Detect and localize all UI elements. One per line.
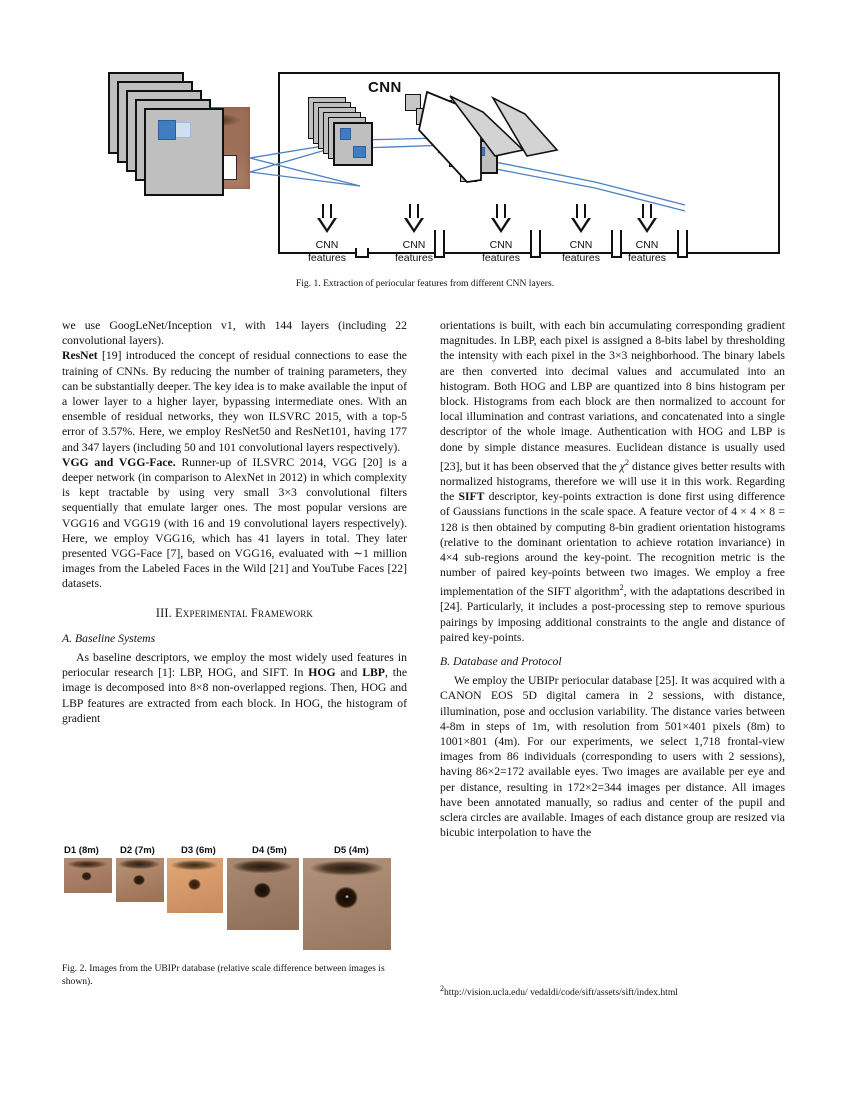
figure2-eye-image-d5 <box>303 858 391 950</box>
cnn-features-arrow <box>491 204 511 234</box>
cnn-label: CNN <box>368 79 402 96</box>
cnn-features-label-line1: CNN <box>569 239 593 251</box>
cnn-tap-notch <box>677 230 688 258</box>
cnn-features-arrow <box>404 204 424 234</box>
paragraph-text: [19] introduced the concept of residual … <box>62 349 407 454</box>
footnote-marker: 2 <box>440 984 444 993</box>
figure2-eye-image-d3 <box>167 858 223 913</box>
right-text-column: orientations is built, with each bin acc… <box>440 318 785 840</box>
chi-symbol: χ <box>619 459 625 473</box>
figure2-eye-image-d2 <box>116 858 164 902</box>
paragraph-baseline: As baseline descriptors, we employ the m… <box>62 650 407 726</box>
cnn-features-label-line1: CNN <box>402 239 426 251</box>
vgg-bold-lead: VGG and VGG-Face. <box>62 455 176 469</box>
cnn-funnel-shape <box>418 90 559 183</box>
cnn-features-arrow <box>317 204 337 234</box>
chi-superscript: 2 <box>624 457 629 467</box>
cnn-layer-group-2 <box>308 97 418 207</box>
cnn-features-label-line2: features <box>562 252 600 264</box>
figure-1-cnn-diagram: CNN <box>60 62 790 292</box>
paragraph-text: distance gives better results with norma… <box>440 459 785 504</box>
paragraph-text: As baseline descriptors, we employ the m… <box>62 651 407 680</box>
cnn-tap-notch <box>434 230 445 258</box>
paragraph-googlenet: we use GoogLeNet/Inception v1, with 144 … <box>62 318 407 348</box>
figure2-eye-image-d1 <box>64 858 112 893</box>
cnn-features-label-5: CNN features <box>615 239 679 265</box>
paragraph-text: we use GoogLeNet/Inception v1, with 144 … <box>62 319 407 348</box>
left-text-column: we use GoogLeNet/Inception v1, with 144 … <box>62 318 407 726</box>
paragraph-text: We employ the UBIPr periocular database … <box>440 674 785 840</box>
footnote-marker-inline: 2 <box>619 583 624 593</box>
paragraph-ubipr: We employ the UBIPr periocular database … <box>440 673 785 840</box>
cnn-features-label-2: CNN features <box>382 239 446 265</box>
cnn-features-label-line1: CNN <box>489 239 513 251</box>
receptive-field-highlight <box>353 146 366 158</box>
paragraph-text: , the image is decomposed into 8×8 non-o… <box>62 666 408 725</box>
figure-2-ubipr-images: D1 (8m) D2 (7m) D3 (6m) D4 (5m) D5 (4m) <box>62 845 410 965</box>
feature-map-front <box>144 108 224 196</box>
paragraph-text: descriptor, key-points extraction is don… <box>440 490 785 599</box>
cnn-features-label-line1: CNN <box>635 239 659 251</box>
figure2-label-d3: D3 (6m) <box>181 845 216 856</box>
feature-map-front <box>333 122 373 166</box>
subsection-heading-database-protocol: B. Database and Protocol <box>440 655 562 669</box>
figure-1-caption: Fig. 1. Extraction of periocular feature… <box>295 278 555 289</box>
cnn-features-arrow <box>571 204 591 234</box>
resnet-bold-lead: ResNet <box>62 349 98 363</box>
paragraph-vgg: VGG and VGG-Face. Runner-up of ILSVRC 20… <box>62 455 407 592</box>
cnn-tap-notch <box>355 248 369 258</box>
figure2-label-d1: D1 (8m) <box>64 845 99 856</box>
figure2-label-d4: D4 (5m) <box>252 845 287 856</box>
cnn-features-label-line2: features <box>482 252 520 264</box>
cnn-features-arrow <box>637 204 657 234</box>
cnn-features-label-line2: features <box>628 252 666 264</box>
hog-bold: HOG <box>308 666 336 680</box>
subsection-heading-baseline-systems: A. Baseline Systems <box>62 631 156 645</box>
cnn-features-label-1: CNN features <box>295 239 359 265</box>
paragraph-descriptors: orientations is built, with each bin acc… <box>440 318 785 645</box>
footnote-text: http://vision.ucla.edu/ vedaldi/code/sif… <box>444 987 678 999</box>
cnn-features-label-3: CNN features <box>469 239 533 265</box>
sift-bold: SIFT <box>458 490 485 504</box>
figure-2-caption: Fig. 2. Images from the UBIPr database (… <box>62 963 385 987</box>
figure2-label-d5: D5 (4m) <box>334 845 369 856</box>
paragraph-text: and <box>335 666 363 680</box>
cnn-features-label-4: CNN features <box>549 239 613 265</box>
cnn-layer-group-1 <box>108 72 298 232</box>
cnn-fc-cascade <box>405 84 565 214</box>
footnote-sift-url: 2http://vision.ucla.edu/ vedaldi/code/si… <box>440 983 788 1000</box>
figure2-label-d2: D2 (7m) <box>120 845 155 856</box>
cnn-features-label-line2: features <box>308 252 346 264</box>
paragraph-text: orientations is built, with each bin acc… <box>440 319 785 473</box>
cnn-features-label-line1: CNN <box>315 239 339 251</box>
cnn-tap-notch <box>611 230 622 258</box>
receptive-field-highlight <box>340 128 351 140</box>
paragraph-text: Runner-up of ILSVRC 2014, VGG [20] is a … <box>62 455 407 591</box>
figure2-eye-image-d4 <box>227 858 299 930</box>
fc-block <box>405 94 421 111</box>
lbp-bold: LBP <box>362 666 385 680</box>
cnn-tap-notch <box>530 230 541 258</box>
paragraph-text: , with the adaptations described in [24]… <box>440 585 786 644</box>
receptive-field-highlight <box>158 120 176 140</box>
cnn-features-label-line2: features <box>395 252 433 264</box>
section-heading-experimental-framework: III. Experimental Framework <box>155 605 314 620</box>
paragraph-resnet: ResNet [19] introduced the concept of re… <box>62 348 407 454</box>
